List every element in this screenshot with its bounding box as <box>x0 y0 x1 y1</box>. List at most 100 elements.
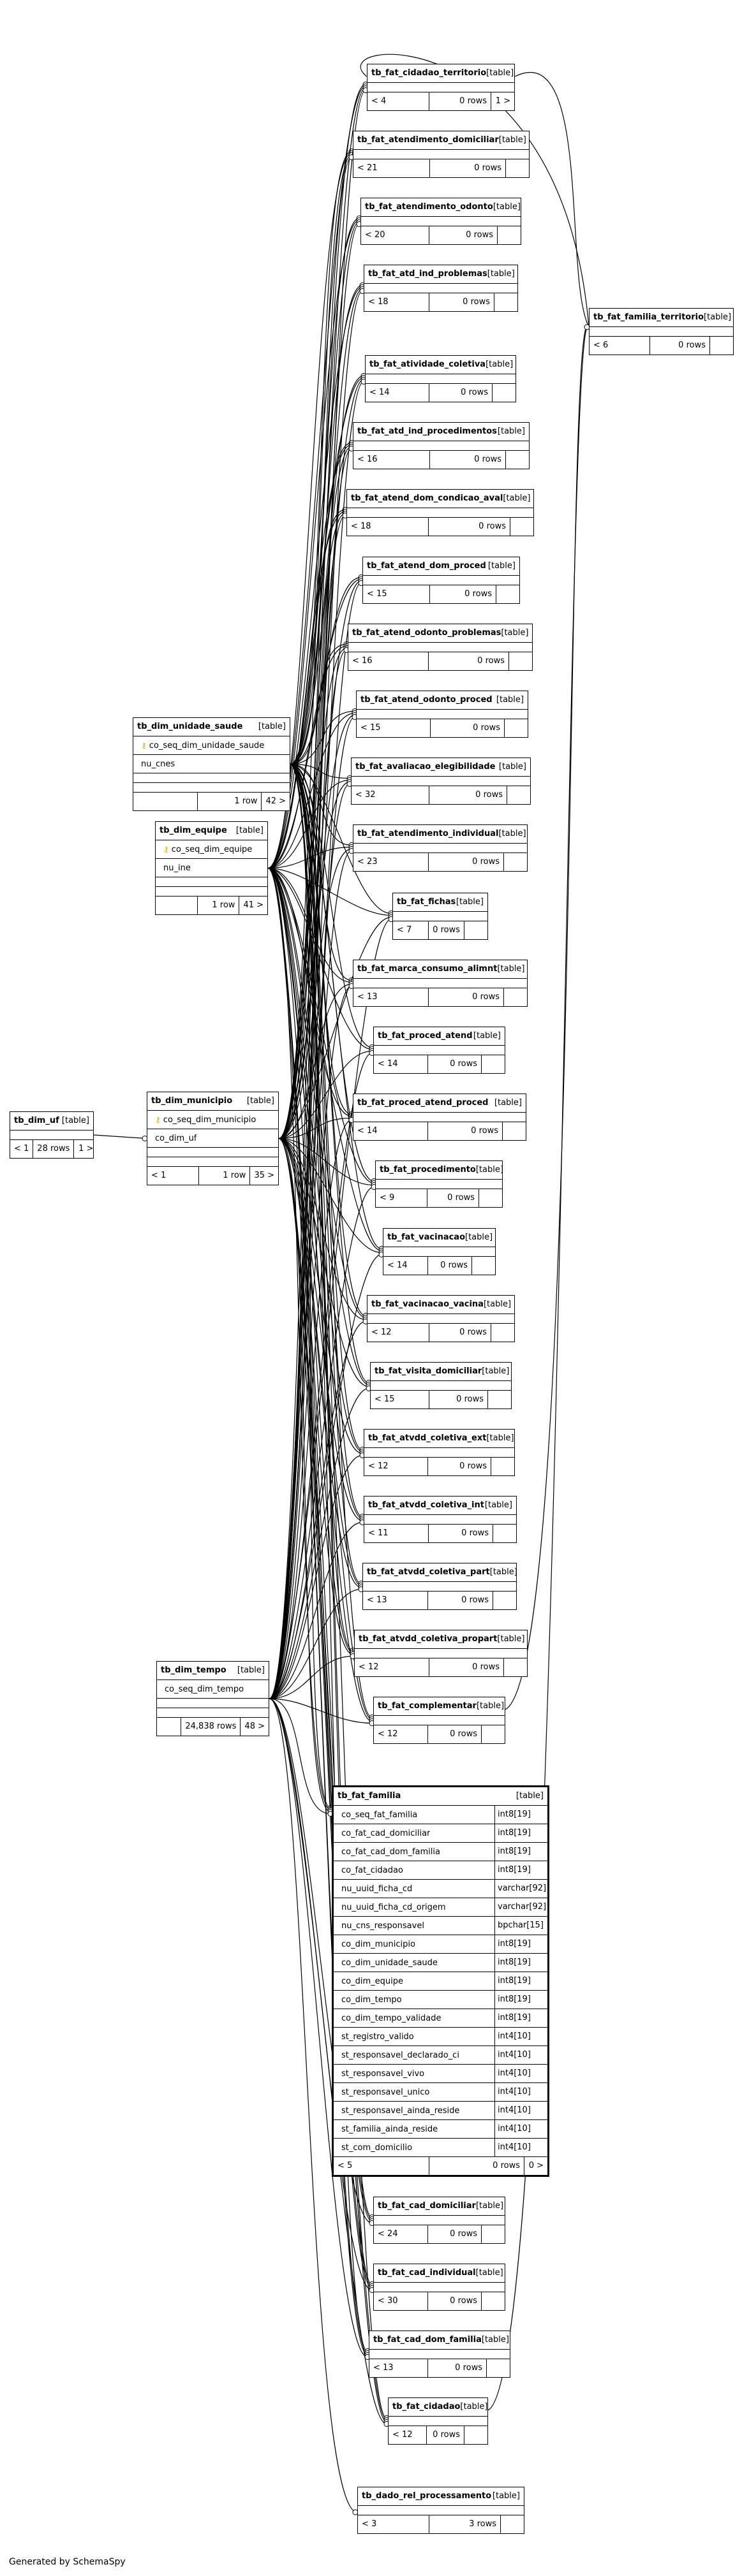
table-name[interactable]: tb_fat_atd_ind_problemas <box>368 269 487 279</box>
child-count[interactable]: 48 > <box>244 1722 265 1731</box>
table-name[interactable]: tb_dim_municipio <box>151 1096 233 1106</box>
table-tb-dim-municipio[interactable]: tb_dim_municipio[table]⚷co_seq_dim_munic… <box>147 1092 279 1185</box>
table-name[interactable]: tb_dim_uf <box>14 1116 59 1125</box>
parent-count[interactable]: < 12 <box>371 1328 392 1337</box>
table-name[interactable]: tb_fat_atend_dom_condicao_aval <box>351 494 503 503</box>
child-count[interactable] <box>503 1122 526 1140</box>
table-name[interactable]: tb_fat_proced_atend <box>378 1031 473 1041</box>
table-name[interactable]: tb_fat_atvdd_coletiva_part <box>367 1567 490 1577</box>
parent-count[interactable]: < 15 <box>360 723 381 733</box>
child-count[interactable] <box>479 1189 502 1207</box>
parent-count[interactable]: < 1 <box>14 1144 29 1153</box>
child-count[interactable] <box>487 2359 510 2377</box>
child-count[interactable] <box>491 1324 514 1342</box>
table-name[interactable]: tb_dim_equipe <box>160 826 227 835</box>
table-name[interactable]: tb_fat_familia <box>338 1791 401 1801</box>
table-tb-dim-unidade-saude[interactable]: tb_dim_unidade_saude[table]⚷co_seq_dim_u… <box>133 717 290 811</box>
parent-count[interactable]: < 12 <box>359 1662 379 1672</box>
table-name[interactable]: tb_fat_avaliacao_elegibilidade <box>355 762 496 772</box>
child-count[interactable] <box>506 451 529 469</box>
table-tb-fat-atend-odonto-problemas[interactable]: tb_fat_atend_odonto_problemas[table]< 16… <box>348 624 533 671</box>
table-name[interactable]: tb_fat_proced_atend_proced <box>357 1098 489 1108</box>
parent-count[interactable]: < 14 <box>387 1261 408 1270</box>
child-count[interactable] <box>505 719 528 737</box>
table-name[interactable]: tb_dim_tempo <box>161 1665 226 1675</box>
child-count[interactable] <box>482 1725 505 1743</box>
child-count[interactable]: 42 > <box>265 796 286 806</box>
child-count[interactable] <box>491 1458 514 1475</box>
child-count[interactable] <box>504 853 527 871</box>
table-name[interactable]: tb_fat_cidadao_territorio <box>371 68 487 78</box>
child-count[interactable] <box>482 2292 505 2310</box>
parent-count[interactable]: < 13 <box>367 1595 387 1605</box>
table-name[interactable]: tb_fat_atend_odonto_problemas <box>352 628 501 638</box>
child-count[interactable] <box>496 585 519 603</box>
table-name[interactable]: tb_fat_vacinacao <box>387 1233 466 1242</box>
table-name[interactable]: tb_fat_atividade_coletiva <box>369 360 486 369</box>
child-count[interactable]: 0 > <box>528 2161 544 2170</box>
table-name[interactable]: tb_fat_familia_territorio <box>593 312 704 322</box>
parent-count[interactable]: < 32 <box>355 790 376 800</box>
parent-count[interactable]: < 15 <box>375 1394 395 1404</box>
parent-count[interactable]: < 9 <box>380 1193 395 1203</box>
child-count[interactable]: 35 > <box>254 1171 275 1180</box>
table-name[interactable]: tb_fat_cad_individual <box>378 2268 476 2278</box>
child-count[interactable] <box>493 1525 516 1542</box>
parent-count[interactable]: < 24 <box>378 2229 398 2239</box>
child-count[interactable] <box>493 384 516 402</box>
parent-count[interactable]: < 16 <box>357 455 378 464</box>
table-tb-fat-atend-dom-condicao-aval[interactable]: tb_fat_atend_dom_condicao_aval[table]< 1… <box>346 489 534 536</box>
table-name[interactable]: tb_fat_atendimento_individual <box>357 829 499 838</box>
parent-count[interactable]: < 30 <box>378 2296 398 2306</box>
table-name[interactable]: tb_fat_atendimento_odonto <box>365 202 493 212</box>
table-name[interactable]: tb_fat_vacinacao_vacina <box>371 1299 484 1309</box>
parent-count[interactable]: < 13 <box>357 992 378 1002</box>
table-name[interactable]: tb_fat_cad_dom_familia <box>373 2335 482 2345</box>
parent-count[interactable]: < 14 <box>369 388 390 397</box>
child-count[interactable] <box>506 159 529 177</box>
table-name[interactable]: tb_fat_cidadao <box>392 2402 461 2411</box>
parent-count[interactable]: < 12 <box>368 1461 389 1471</box>
table-name[interactable]: tb_dado_rel_processamento <box>362 2491 492 2501</box>
child-count[interactable] <box>510 518 533 536</box>
child-count[interactable] <box>472 1257 495 1275</box>
parent-count[interactable]: < 7 <box>397 925 412 935</box>
child-count[interactable] <box>501 2515 524 2533</box>
table-tb-fat-avaliacao-elegibilidade[interactable]: tb_fat_avaliacao_elegibilidade[table]< 3… <box>351 757 531 805</box>
child-count[interactable] <box>710 337 733 355</box>
table-name[interactable]: tb_dim_unidade_saude <box>137 722 243 731</box>
child-count[interactable] <box>504 1658 527 1676</box>
table-name[interactable]: tb_fat_marca_consumo_alimnt <box>357 964 498 974</box>
table-name[interactable]: tb_fat_atendimento_domiciliar <box>357 135 499 145</box>
table-name[interactable]: tb_fat_atend_dom_proced <box>367 561 486 571</box>
table-tb-fat-atvdd-coletiva-propart[interactable]: tb_fat_atvdd_coletiva_propart[table]< 12… <box>354 1630 528 1677</box>
child-count[interactable] <box>507 786 530 804</box>
child-count[interactable] <box>498 226 521 244</box>
parent-count[interactable]: < 1 <box>151 1171 167 1180</box>
parent-count[interactable]: < 14 <box>357 1126 378 1136</box>
table-name[interactable]: tb_fat_atd_ind_procedimentos <box>357 427 497 436</box>
child-count[interactable] <box>482 1055 505 1073</box>
